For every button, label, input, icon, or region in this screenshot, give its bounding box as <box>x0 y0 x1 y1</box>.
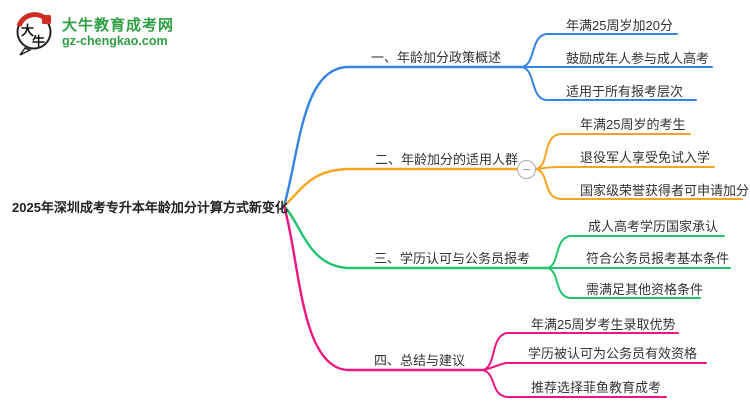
red-seal <box>42 15 51 24</box>
branch-3-lines <box>282 204 731 299</box>
svg-text:牛: 牛 <box>32 34 45 49</box>
branch-4-lines <box>282 204 707 398</box>
branch-3-child-1[interactable]: 成人高考学历国家承认 <box>588 219 719 234</box>
branch-4-child-3[interactable]: 推荐选择菲鱼教育成考 <box>531 380 662 395</box>
branch-1-child-1[interactable]: 年满25周岁加20分 <box>566 18 673 33</box>
branch-2-label[interactable]: 二、年龄加分的适用人群 <box>375 152 519 167</box>
branch-2-lines <box>282 133 743 208</box>
branch-4-label[interactable]: 四、总结与建议 <box>374 353 466 368</box>
branch-4-child-2[interactable]: 学历被认可为公务员有效资格 <box>528 346 698 361</box>
minus-icon: − <box>522 162 531 177</box>
branch-2-child-3[interactable]: 国家级荣誉获得者可申请加分 <box>580 183 750 198</box>
branch-2-child-2[interactable]: 退役军人享受免试入学 <box>580 150 711 165</box>
collapse-toggle-icon[interactable]: − <box>517 160 536 179</box>
branch-1-child-2[interactable]: 鼓励成年人参与成人高考 <box>566 51 710 66</box>
logo-domain: gz-chengkao.com <box>62 34 168 49</box>
logo-bull-icon: 大 牛 <box>16 12 52 56</box>
svg-text:大: 大 <box>21 23 34 38</box>
branch-1-lines <box>282 33 713 208</box>
branch-3-child-2[interactable]: 符合公务员报考基本条件 <box>586 251 730 266</box>
branch-4-child-1[interactable]: 年满25周岁考生录取优势 <box>531 317 676 332</box>
branch-3-label[interactable]: 三、学历认可与公务员报考 <box>374 251 531 266</box>
branch-1-child-3[interactable]: 适用于所有报考层次 <box>566 84 684 99</box>
branch-1-label[interactable]: 一、年龄加分政策概述 <box>371 50 502 65</box>
branch-2-child-1[interactable]: 年满25周岁的考生 <box>580 117 686 132</box>
red-arc <box>16 12 46 27</box>
speech-tail <box>19 47 32 56</box>
branch-3-child-3[interactable]: 需满足其他资格条件 <box>586 282 704 297</box>
central-topic[interactable]: 2025年深圳成考专升本年龄加分计算方式新变化 <box>12 200 288 215</box>
logo-title: 大牛教育成考网 <box>62 17 175 35</box>
logo[interactable]: 大 牛 大牛教育成考网 gz-chengkao.com <box>13 10 174 56</box>
